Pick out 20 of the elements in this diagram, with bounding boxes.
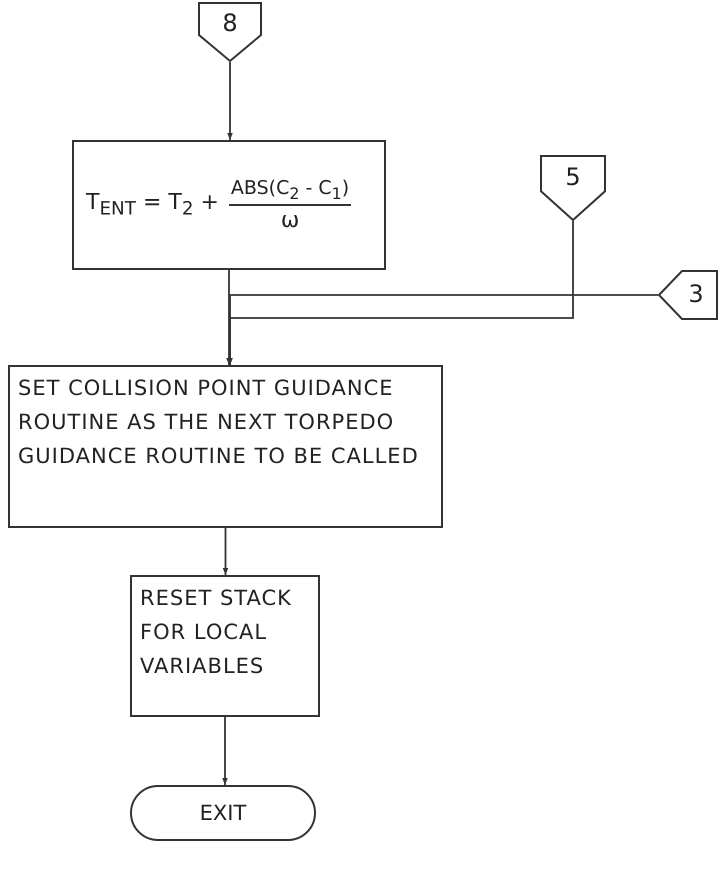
arrow	[222, 528, 228, 575]
connector-number: 8	[221, 9, 239, 38]
arrow	[226, 270, 232, 365]
process-text: SET COLLISION POINT GUIDANCE ROUTINE AS THE NEXT TORPEDO GUIDANCE ROUTINE TO BE CALLED	[18, 375, 420, 470]
arrow	[227, 294, 658, 365]
arrow	[227, 62, 233, 140]
off-page-connector	[540, 155, 606, 221]
connector-number: 5	[564, 162, 582, 191]
process-box	[8, 365, 443, 528]
process-box	[130, 575, 320, 717]
arrow	[222, 717, 228, 785]
formula-text: T$_{ENT}$ = T$_{2}$ +	[86, 190, 219, 220]
fraction-denominator: ω	[280, 208, 300, 234]
process-box	[72, 140, 386, 270]
fraction-numerator: ABS(C$_{2}$ - C$_{1}$)	[230, 176, 350, 202]
terminator-label: EXIT	[200, 801, 246, 825]
connector-number: 3	[687, 280, 705, 308]
off-page-connector	[198, 2, 262, 62]
process-text: RESET STACK FOR LOCAL VARIABLES	[140, 585, 293, 680]
off-page-connector	[658, 270, 718, 320]
